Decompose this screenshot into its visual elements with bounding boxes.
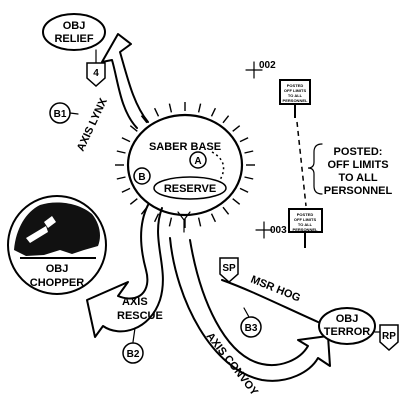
b3-marker: B3 [240,307,262,338]
saber-base: SABER BASE A B RESERVE [115,102,255,228]
b1-label: B1 [54,109,67,120]
saber-base-label: SABER BASE [149,141,221,153]
b2-marker: B2 [122,327,144,364]
obj-relief-line1: OBJ [63,20,86,32]
start-point-flag: SP [219,257,239,284]
axis-rescue-line2: RESCUE [117,310,163,322]
base-tick [129,198,138,205]
sign2-line3: TO ALL [298,222,313,227]
position-a-label: A [194,156,201,167]
objective-chopper: OBJ CHOPPER [7,195,107,295]
start-point-label: SP [222,263,236,274]
grid-point-002: 002 [245,60,276,79]
axis-lynx-arrow: AXIS LYNX [75,33,149,153]
base-tick [168,103,173,113]
callout-line4: PERSONNEL [324,185,393,197]
obj-chopper-line2: CHOPPER [30,277,84,289]
axis-convoy-label: AXIS CONVOY [204,330,261,398]
objective-terror: OBJ TERROR [318,307,376,345]
position-b-circle [133,167,151,185]
reserve-label: RESERVE [164,183,216,195]
posted-sign-2: POSTED OFF LIMITS TO ALL PERSONNEL [288,208,323,248]
base-tick [197,217,202,227]
release-point-label: RP [382,331,396,342]
obj-chopper-line1: OBJ [46,263,69,275]
axis-rescue-arrow: AXIS RESCUE [86,204,164,338]
sign1-line1: POSTED [287,83,304,88]
base-tick [153,213,160,223]
base-tick [140,115,148,124]
sign1-line2: OFF LIMITS [284,88,307,93]
base-tick [244,176,254,180]
obj-terror-line2: TERROR [324,326,371,338]
base-tick [244,150,254,154]
callout-brace [307,143,323,195]
sign2-line2: OFF LIMITS [294,217,317,222]
sign2-line4: PERSONNEL [293,227,318,232]
base-tick [239,187,249,193]
sign1-line3: TO ALL [288,93,303,98]
base-tick [197,103,202,113]
base-tick [232,198,241,205]
sign2-line1: POSTED [297,212,314,217]
base-tick [210,213,217,223]
position-a-circle [189,151,207,169]
base-tick [116,176,126,180]
b1-marker: B1 [49,102,79,124]
posted-callout: POSTED: OFF LIMITS TO ALL PERSONNEL [307,143,393,197]
checkpoint-4-label: 4 [93,68,99,79]
base-tick [153,107,160,117]
b2-label: B2 [127,349,140,360]
checkpoint-4-flag: 4 [86,49,106,88]
base-tick [121,137,131,143]
base-tick [232,125,241,132]
release-point-flag: RP [374,324,399,352]
axis-rescue-line1: AXIS [122,296,148,308]
callout-line3: TO ALL [338,172,377,184]
base-tick [222,115,230,124]
position-a-dotted-boundary [211,151,225,181]
base-tick [168,217,173,227]
grid-point-003: 003 [255,221,287,239]
msr-hog-label: MSR HOG [249,274,302,305]
base-tick [121,187,131,193]
grid-point-003-label: 003 [270,225,287,236]
base-tick [210,107,217,117]
grid-point-002-label: 002 [259,60,276,71]
position-b-label: B [138,172,145,183]
obj-terror-line1: OBJ [336,313,359,325]
callout-line1: POSTED: [334,146,383,158]
objective-relief: OBJ RELIEF [42,13,106,51]
base-tick [116,150,126,154]
reserve-outline [153,176,227,200]
axis-lynx-label: AXIS LYNX [75,96,110,153]
unit-boundary-mark [177,211,191,233]
obj-relief-line2: RELIEF [54,33,93,45]
base-tick [129,125,138,132]
chopper-helicopter-icon [26,216,56,243]
chopper-woods-fill [14,202,100,256]
callout-line2: OFF LIMITS [327,159,388,171]
b3-label: B3 [245,323,258,334]
sign1-line4: PERSONNEL [283,98,308,103]
off-limits-connector [296,121,307,207]
base-tick [239,137,249,143]
msr-hog-route: MSR HOG [221,274,319,323]
saber-base-outline [126,113,244,217]
posted-sign-1: POSTED OFF LIMITS TO ALL PERSONNEL [279,79,311,118]
base-tick [222,206,230,215]
